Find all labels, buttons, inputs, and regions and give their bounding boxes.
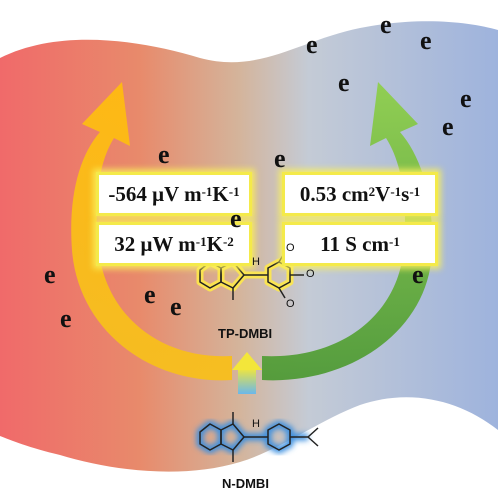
power-factor-box: 32 μW m-1 K-2 — [96, 222, 252, 266]
electron-marker-icon: e — [158, 140, 170, 169]
electron-marker-icon: e — [420, 26, 432, 55]
curved-arrow-left-icon — [71, 82, 232, 381]
mobility-unit3: s — [401, 181, 410, 206]
mobility-unit2: V — [375, 181, 391, 206]
electron-marker-icon: e — [44, 260, 56, 289]
electron-marker-icon: e — [338, 68, 350, 97]
mobility-unit: cm — [341, 181, 369, 206]
power-value: 32 — [114, 231, 136, 256]
tp-dmbi-methoxy-top: O — [286, 242, 295, 254]
electron-marker-icon: e — [460, 84, 472, 113]
electron-marker-icon: e — [274, 144, 286, 173]
seebeck-exp1: -1 — [201, 184, 213, 199]
mobility-value: 0.53 — [299, 181, 337, 206]
n-dmbi-label: N-DMBI — [222, 476, 269, 491]
tp-dmbi-h-atom: H — [252, 256, 260, 268]
mobility-exp3: -1 — [409, 184, 421, 199]
electron-marker-icon: e — [442, 112, 454, 141]
n-dmbi-h-atom: H — [252, 418, 260, 430]
conductivity-value: 11 — [320, 231, 340, 256]
mobility-exp1: 2 — [368, 184, 376, 199]
seebeck-value: -564 — [108, 181, 147, 206]
tp-dmbi-methoxy-mid: O — [306, 268, 315, 280]
electron-marker-icon: e — [412, 260, 424, 289]
power-unit2: K — [206, 231, 223, 256]
electron-marker-icon: e — [144, 280, 156, 309]
curved-arrow-right-icon — [262, 82, 433, 381]
n-dmbi-bonds — [199, 412, 319, 462]
conductivity-exp: -1 — [389, 234, 400, 249]
up-arrow-icon — [232, 352, 262, 394]
electron-marker-icon: e — [380, 10, 392, 39]
electron-marker-icon: e — [60, 304, 72, 333]
electron-marker-icon: e — [170, 292, 182, 321]
tp-dmbi-methoxy-bottom: O — [286, 298, 295, 310]
electron-marker-icon: e — [306, 30, 318, 59]
conductivity-box: 11 S cm-1 — [282, 222, 438, 266]
seebeck-box: -564 μV m-1 K-1 — [96, 172, 252, 216]
power-exp2: -2 — [222, 234, 234, 249]
seebeck-unit: μV m — [152, 181, 202, 206]
seebeck-unit2: K — [212, 181, 229, 206]
mobility-exp2: -1 — [390, 184, 402, 199]
power-exp1: -1 — [195, 234, 207, 249]
conductivity-unit: S cm — [345, 231, 389, 256]
power-unit: μW m — [140, 231, 196, 256]
electron-marker-icon: e — [230, 204, 242, 233]
tp-dmbi-label: TP-DMBI — [218, 326, 273, 341]
seebeck-exp2: -1 — [228, 184, 240, 199]
